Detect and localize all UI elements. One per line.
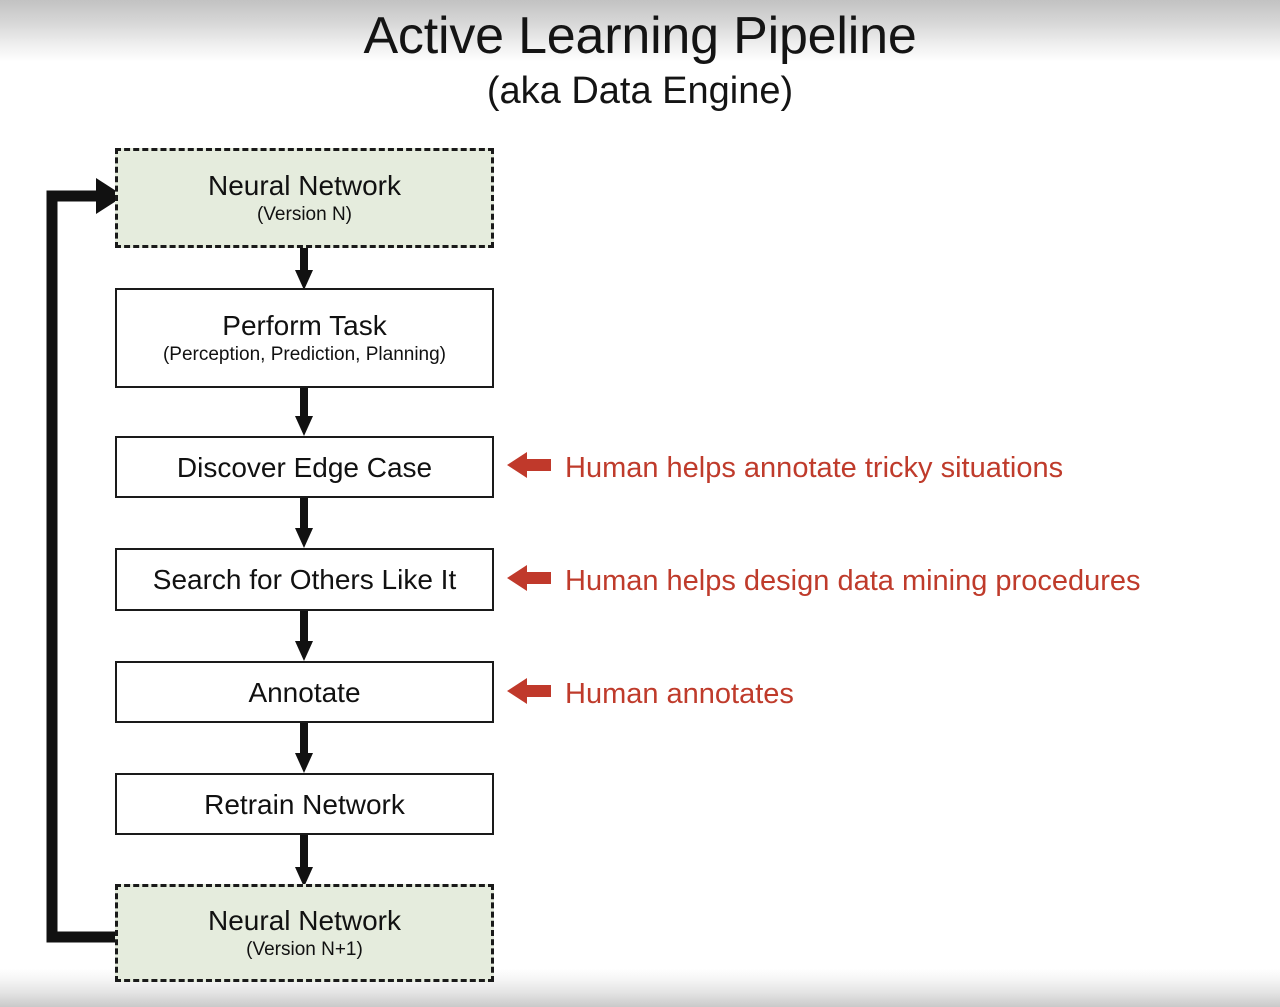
node-title: Annotate <box>248 676 361 708</box>
node-retrain-network[interactable]: Retrain Network <box>115 773 494 835</box>
annotation-annotate: Human annotates <box>507 676 794 711</box>
arrow-down-3 <box>295 498 313 548</box>
node-subtitle: (Version N) <box>256 204 353 225</box>
node-subtitle: (Perception, Prediction, Planning) <box>162 344 447 365</box>
arrow-down-1 <box>295 248 313 290</box>
node-search-for-others-like-it[interactable]: Search for Others Like It <box>115 548 494 611</box>
slide-title-block: Active Learning Pipeline (aka Data Engin… <box>0 6 1280 114</box>
annotation-text: Human annotates <box>565 677 794 710</box>
left-arrow-icon <box>507 676 551 711</box>
node-title: Discover Edge Case <box>176 451 433 483</box>
left-arrow-icon <box>507 450 551 485</box>
node-title: Neural Network <box>208 905 401 936</box>
node-neural-network-version-n[interactable]: Neural Network (Version N) <box>115 148 494 248</box>
annotation-text: Human helps design data mining procedure… <box>565 564 1141 597</box>
page-subtitle: (aka Data Engine) <box>486 70 794 112</box>
arrow-down-5 <box>295 723 313 773</box>
node-title: Search for Others Like It <box>152 564 457 595</box>
node-perform-task[interactable]: Perform Task (Perception, Prediction, Pl… <box>115 288 494 388</box>
node-title: Neural Network <box>208 170 401 201</box>
page-title: Active Learning Pipeline <box>363 7 917 65</box>
node-annotate[interactable]: Annotate <box>115 661 494 723</box>
arrow-down-4 <box>295 611 313 661</box>
node-title: Retrain Network <box>204 788 405 820</box>
node-title: Perform Task <box>222 310 387 341</box>
node-subtitle: (Version N+1) <box>246 939 363 960</box>
left-arrow-icon <box>507 563 551 598</box>
annotation-discover-edge-case: Human helps annotate tricky situations <box>507 450 1063 485</box>
annotation-search-for-others-like-it: Human helps design data mining procedure… <box>507 563 1141 598</box>
node-discover-edge-case[interactable]: Discover Edge Case <box>115 436 494 498</box>
arrow-down-6 <box>295 835 313 887</box>
annotation-text: Human helps annotate tricky situations <box>565 451 1064 484</box>
arrow-down-2 <box>295 388 313 436</box>
node-neural-network-version-n-plus-1[interactable]: Neural Network (Version N+1) <box>115 884 494 982</box>
